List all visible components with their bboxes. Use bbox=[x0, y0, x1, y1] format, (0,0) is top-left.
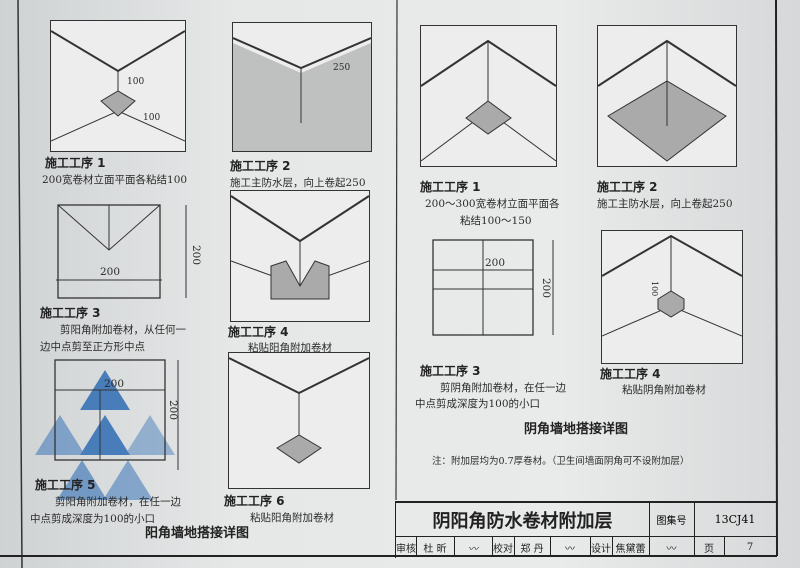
step-text: 粘结100～150 bbox=[460, 215, 532, 227]
step-text: 中点剪成深度为100的小口 bbox=[415, 398, 541, 410]
step-text: 施工主防水层，向上卷起250 bbox=[230, 177, 366, 189]
right-step2-figure bbox=[597, 25, 737, 167]
step-text: 剪阴角附加卷材，在任一边 bbox=[440, 382, 566, 394]
title-block: 阴阳角防水卷材附加层 图集号 13CJ41 审核 杜 昕 〰 校对 郑 丹 〰 … bbox=[395, 501, 778, 558]
review-label: 审核 bbox=[396, 537, 417, 557]
step-text: 粘贴阳角附加卷材 bbox=[248, 342, 332, 354]
left-step1-figure: 100 100 bbox=[50, 20, 186, 152]
left-caption: 阳角墙地搭接详图 bbox=[145, 526, 250, 541]
right-step1-figure bbox=[420, 25, 557, 167]
dim-label: 200 bbox=[485, 257, 506, 269]
step-label: 施工工序 2 bbox=[230, 159, 291, 173]
right-caption: 阴角墙地搭接详图 bbox=[524, 422, 629, 437]
step-label: 施工工序 6 bbox=[224, 494, 285, 508]
check-label: 校对 bbox=[492, 537, 515, 557]
dim-label: 200 bbox=[167, 400, 179, 421]
reviewer-name: 杜 昕 bbox=[416, 537, 455, 557]
left-step4-figure bbox=[230, 190, 370, 322]
page-label: 页 bbox=[694, 537, 725, 557]
dim-label: 250 bbox=[333, 63, 351, 73]
designer-name: 焦黛蕾 bbox=[612, 537, 650, 557]
left-step6-figure bbox=[228, 352, 370, 489]
dim-label: 200 bbox=[190, 245, 202, 266]
step-text: 粘贴阴角附加卷材 bbox=[622, 384, 706, 396]
watermark-logo bbox=[35, 370, 175, 500]
checker-signature: 〰 bbox=[550, 537, 591, 557]
step-text: 中点剪成深度为100的小口 bbox=[30, 513, 156, 525]
step-label: 施工工序 2 bbox=[597, 180, 658, 194]
checker-name: 郑 丹 bbox=[514, 537, 551, 557]
signature-row: 审核 杜 昕 〰 校对 郑 丹 〰 设计 焦黛蕾 〰 页 7 bbox=[396, 536, 778, 557]
step-text: 施工主防水层，向上卷起250 bbox=[597, 198, 733, 210]
step-text: 边中点剪至正方形中点 bbox=[40, 341, 145, 353]
left-step2-figure: 250 bbox=[232, 22, 372, 152]
atlas-label: 图集号 bbox=[649, 503, 695, 536]
dim-label: 200 bbox=[540, 278, 552, 299]
dim-label: 100 bbox=[650, 281, 659, 297]
designer-signature: 〰 bbox=[649, 537, 695, 557]
design-label: 设计 bbox=[590, 537, 613, 557]
step-text: 200～300宽卷材立面平面各 bbox=[425, 198, 560, 210]
drawing-title: 阴阳角防水卷材附加层 bbox=[396, 503, 650, 536]
step-label: 施工工序 4 bbox=[600, 367, 661, 381]
right-step4-figure: 100 bbox=[601, 230, 743, 364]
dim-label: 100 bbox=[143, 113, 161, 123]
note-text: 注：附加层均为0.7厚卷材。（卫生间墙面阴角可不设附加层） bbox=[432, 456, 690, 467]
step-text: 粘贴阳角附加卷材 bbox=[250, 512, 334, 524]
dim-label: 100 bbox=[127, 77, 145, 87]
step-text: 剪阳角附加卷材，在任一边 bbox=[55, 496, 181, 508]
step-label: 施工工序 4 bbox=[228, 325, 289, 339]
step-label: 施工工序 3 bbox=[420, 364, 481, 378]
step-label: 施工工序 3 bbox=[40, 306, 101, 320]
step-text: 200宽卷材立面平面各粘结100 bbox=[42, 174, 188, 186]
step-label: 施工工序 1 bbox=[45, 156, 106, 170]
dim-label: 200 bbox=[100, 266, 121, 278]
atlas-number: 13CJ41 bbox=[714, 513, 756, 526]
reviewer-signature: 〰 bbox=[454, 537, 493, 557]
step-text: 剪阳角附加卷材，从任何一 bbox=[60, 324, 186, 336]
dim-label: 200 bbox=[104, 378, 125, 390]
step-label: 施工工序 5 bbox=[35, 478, 96, 492]
page-number: 7 bbox=[746, 541, 754, 553]
step-label: 施工工序 1 bbox=[420, 180, 481, 194]
